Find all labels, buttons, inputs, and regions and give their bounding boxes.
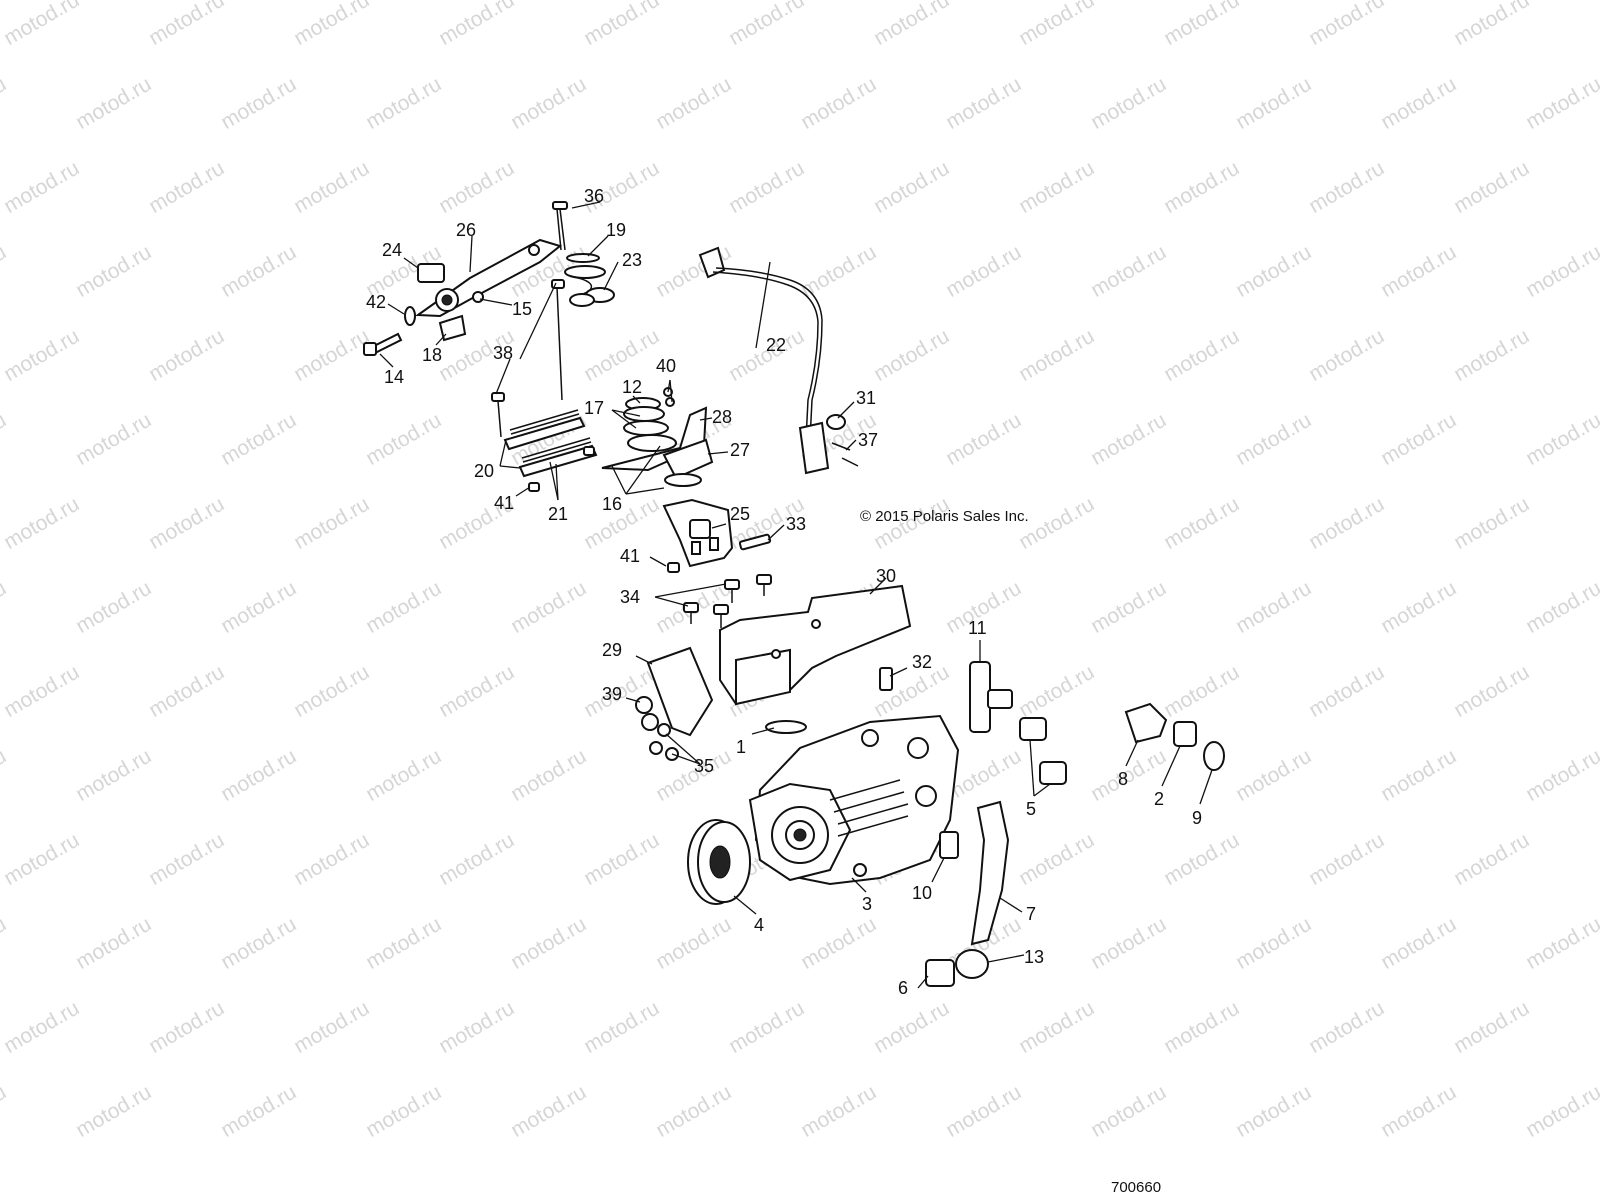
o-ring-1 bbox=[765, 720, 807, 734]
callout-33: 33 bbox=[786, 514, 806, 534]
callout-27: 27 bbox=[730, 440, 750, 460]
bolt-33 bbox=[738, 533, 772, 551]
callout-1: 1 bbox=[736, 737, 746, 757]
fitting-32 bbox=[879, 667, 893, 691]
clamp-13 bbox=[955, 949, 989, 979]
callout-39: 39 bbox=[602, 684, 622, 704]
bushing-24 bbox=[417, 263, 445, 283]
leader-lines bbox=[379, 201, 1213, 989]
callout-41-upper: 41 bbox=[494, 493, 514, 513]
nut-15 bbox=[472, 291, 484, 303]
drum-27 bbox=[662, 438, 714, 487]
elbow-8 bbox=[1124, 702, 1168, 744]
copyright-notice: © 2015 Polaris Sales Inc. bbox=[860, 508, 1029, 525]
bolt-14 bbox=[363, 332, 403, 356]
callout-35: 35 bbox=[694, 756, 714, 776]
callout-23: 23 bbox=[622, 250, 642, 270]
callout-32: 32 bbox=[912, 652, 932, 672]
bolts-34 bbox=[683, 574, 772, 628]
callout-6: 6 bbox=[898, 978, 908, 998]
callout-31: 31 bbox=[856, 388, 876, 408]
bolt-36 bbox=[552, 201, 568, 251]
callout-14: 14 bbox=[384, 367, 404, 387]
callout-9: 9 bbox=[1192, 808, 1202, 828]
callout-5: 5 bbox=[1026, 799, 1036, 819]
callout-13: 13 bbox=[1024, 947, 1044, 967]
callout-20: 20 bbox=[474, 461, 494, 481]
bracket-29 bbox=[646, 646, 714, 737]
bracket-30 bbox=[719, 584, 912, 706]
callout-15: 15 bbox=[512, 299, 532, 319]
nut-41-lower bbox=[667, 562, 680, 573]
pump-housing-3 bbox=[748, 714, 960, 886]
callout-19: 19 bbox=[606, 220, 626, 240]
callout-18: 18 bbox=[422, 345, 442, 365]
callout-3: 3 bbox=[862, 894, 872, 914]
clip-31-37 bbox=[826, 414, 859, 467]
callout-28: 28 bbox=[712, 407, 732, 427]
callout-30: 30 bbox=[876, 566, 896, 586]
seal-stack-12-17 bbox=[623, 397, 677, 452]
callout-4: 4 bbox=[754, 915, 764, 935]
callout-34: 34 bbox=[620, 587, 640, 607]
callout-labels: 36 19 23 26 24 42 15 18 14 38 20 21 41 1… bbox=[366, 186, 1202, 998]
callout-8: 8 bbox=[1118, 769, 1128, 789]
washer-42 bbox=[404, 306, 416, 326]
coupler-2 bbox=[1173, 721, 1197, 747]
callout-12: 12 bbox=[622, 377, 642, 397]
callout-36: 36 bbox=[584, 186, 604, 206]
callout-40: 40 bbox=[656, 356, 676, 376]
callout-7: 7 bbox=[1026, 904, 1036, 924]
callout-22: 22 bbox=[766, 335, 786, 355]
sensor-harness-22 bbox=[698, 246, 830, 475]
shift-arm-26 bbox=[415, 238, 563, 318]
callout-21: 21 bbox=[548, 504, 568, 524]
cooler-assembly-20-21 bbox=[491, 279, 598, 492]
callout-25: 25 bbox=[730, 504, 750, 524]
callout-26: 26 bbox=[456, 220, 476, 240]
spacer-18 bbox=[438, 314, 467, 342]
spring-and-cam-19-23 bbox=[564, 253, 615, 307]
callout-29: 29 bbox=[602, 640, 622, 660]
clamp-9 bbox=[1203, 741, 1225, 771]
fittings-5 bbox=[1019, 717, 1067, 785]
callout-2: 2 bbox=[1154, 789, 1164, 809]
fitting-10 bbox=[939, 831, 959, 859]
tee-fitting-11 bbox=[969, 661, 1013, 733]
callout-42: 42 bbox=[366, 292, 386, 312]
callout-11: 11 bbox=[968, 618, 987, 638]
callout-16: 16 bbox=[602, 494, 622, 514]
callout-41-lower: 41 bbox=[620, 546, 640, 566]
fitting-6 bbox=[925, 959, 955, 987]
callout-10: 10 bbox=[912, 883, 932, 903]
gear-4 bbox=[687, 819, 751, 905]
callout-37: 37 bbox=[858, 430, 878, 450]
callout-24: 24 bbox=[382, 240, 402, 260]
hose-7 bbox=[970, 800, 1010, 946]
callout-38: 38 bbox=[493, 343, 513, 363]
actuator-25 bbox=[662, 498, 734, 568]
washers-39 bbox=[635, 696, 659, 731]
figure-number: 700660 bbox=[1111, 1179, 1162, 1196]
callout-17: 17 bbox=[584, 398, 604, 418]
